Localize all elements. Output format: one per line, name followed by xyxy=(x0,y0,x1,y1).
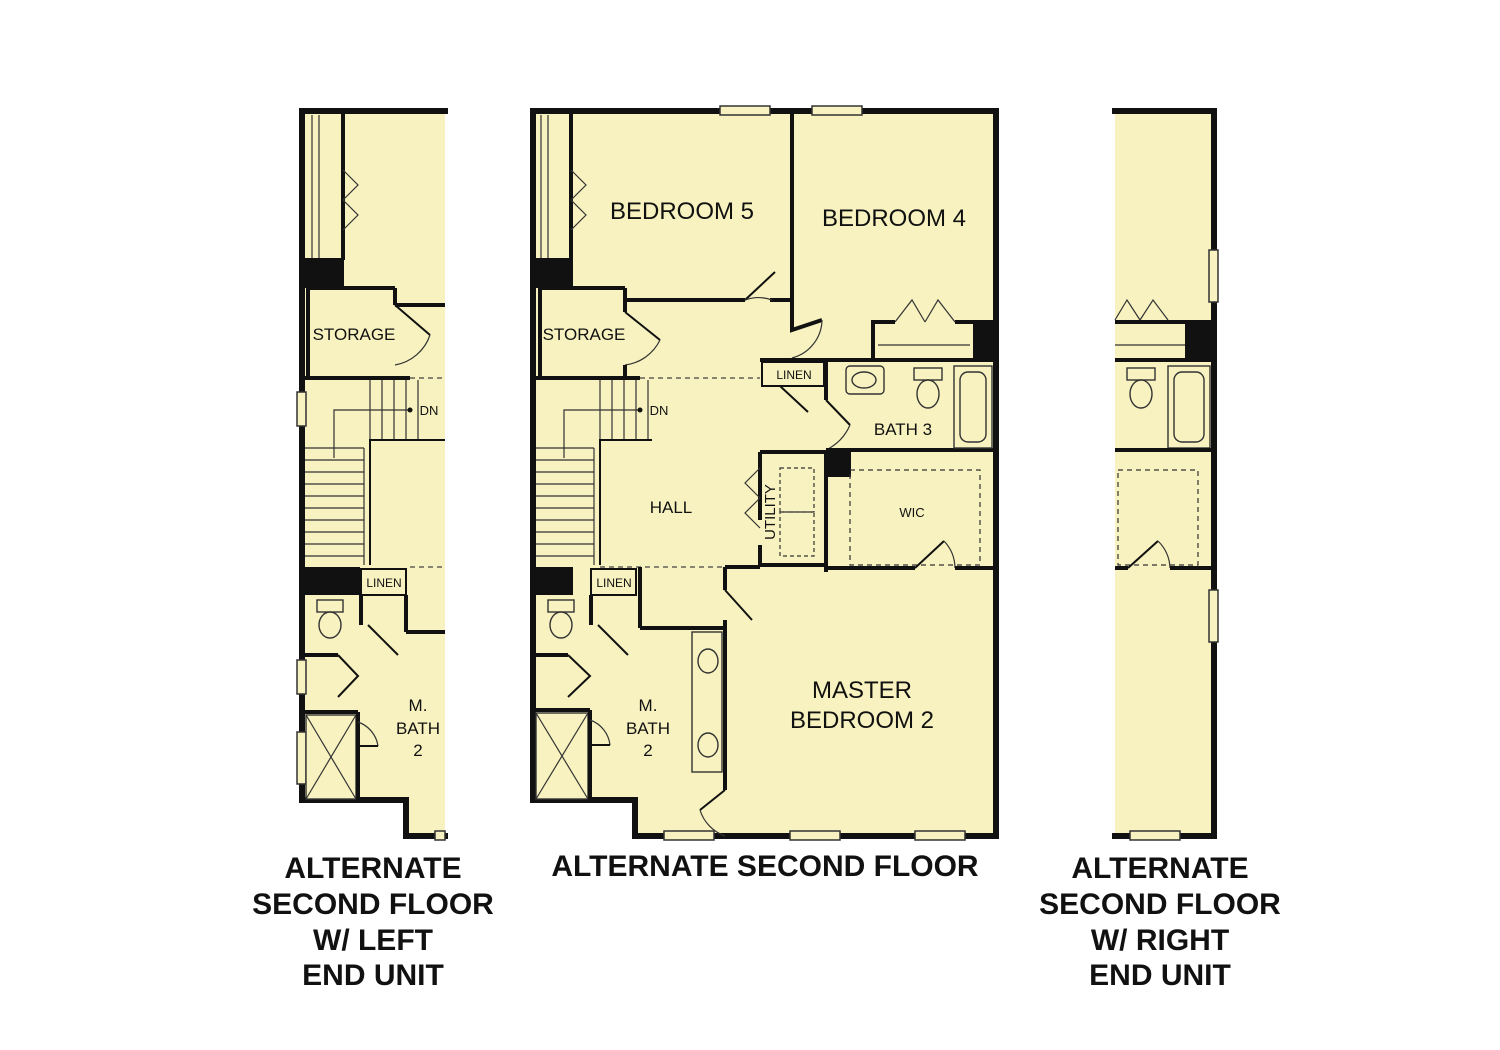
staircase xyxy=(536,380,652,565)
mbath-label-line1: M. xyxy=(639,696,658,715)
window xyxy=(296,659,307,695)
caption-left-line4: END UNIT xyxy=(302,959,444,992)
master-label-line2: BEDROOM 2 xyxy=(790,707,934,734)
window xyxy=(296,391,307,427)
wic-label: WIC xyxy=(899,505,924,520)
toilet-icon xyxy=(1126,367,1156,381)
bedroom5-label: BEDROOM 5 xyxy=(610,198,754,225)
window xyxy=(719,105,771,116)
storage-label: STORAGE xyxy=(313,325,396,344)
caption-right-line1: ALTERNATE xyxy=(1071,852,1248,885)
window xyxy=(1129,830,1181,841)
linen-label: LINEN xyxy=(366,576,401,590)
window xyxy=(1208,249,1219,303)
linen-label: LINEN xyxy=(776,368,811,382)
storage-label: STORAGE xyxy=(543,325,626,344)
mbath-label-line2: BATH xyxy=(626,719,670,738)
center-plan: BEDROOM 5 BEDROOM 4 STORAGE LINEN DN BAT… xyxy=(530,105,999,841)
left-end-unit-plan: STORAGE DN LINEN M. BATH 2 xyxy=(296,108,448,841)
caption-right-line3: W/ RIGHT xyxy=(1091,924,1229,957)
window xyxy=(296,731,307,785)
mbath-label-line3: 2 xyxy=(413,741,422,760)
hall-label: HALL xyxy=(650,498,693,517)
window xyxy=(1208,589,1219,643)
window xyxy=(914,830,966,841)
toilet-icon xyxy=(547,599,575,613)
window xyxy=(811,105,863,116)
dn-label: DN xyxy=(420,403,439,418)
caption-left-line3: W/ LEFT xyxy=(313,924,433,957)
window xyxy=(434,830,446,841)
toilet-icon xyxy=(316,599,344,613)
caption-left: ALTERNATE SECOND FLOOR W/ LEFT END UNIT xyxy=(252,852,494,992)
mbath-label-line1: M. xyxy=(409,696,428,715)
mbath-label-line3: 2 xyxy=(643,741,652,760)
window xyxy=(789,830,841,841)
caption-left-line2: SECOND FLOOR xyxy=(252,888,494,921)
caption-right-line4: END UNIT xyxy=(1089,959,1231,992)
caption-center: ALTERNATE SECOND FLOOR xyxy=(551,850,979,883)
mbath-label-line2: BATH xyxy=(396,719,440,738)
dn-label: DN xyxy=(650,403,669,418)
master-label-line1: MASTER xyxy=(812,677,912,704)
right-end-unit-plan xyxy=(1112,108,1219,841)
linen-label-lower: LINEN xyxy=(596,576,631,590)
caption-right: ALTERNATE SECOND FLOOR W/ RIGHT END UNIT xyxy=(1039,852,1281,992)
caption-left-line1: ALTERNATE xyxy=(284,852,461,885)
window xyxy=(663,830,715,841)
toilet-icon xyxy=(913,367,943,381)
caption-right-line2: SECOND FLOOR xyxy=(1039,888,1281,921)
utility-label: UTILITY xyxy=(762,484,779,540)
bedroom4-label: BEDROOM 4 xyxy=(822,205,966,232)
bath3-label: BATH 3 xyxy=(874,420,932,439)
